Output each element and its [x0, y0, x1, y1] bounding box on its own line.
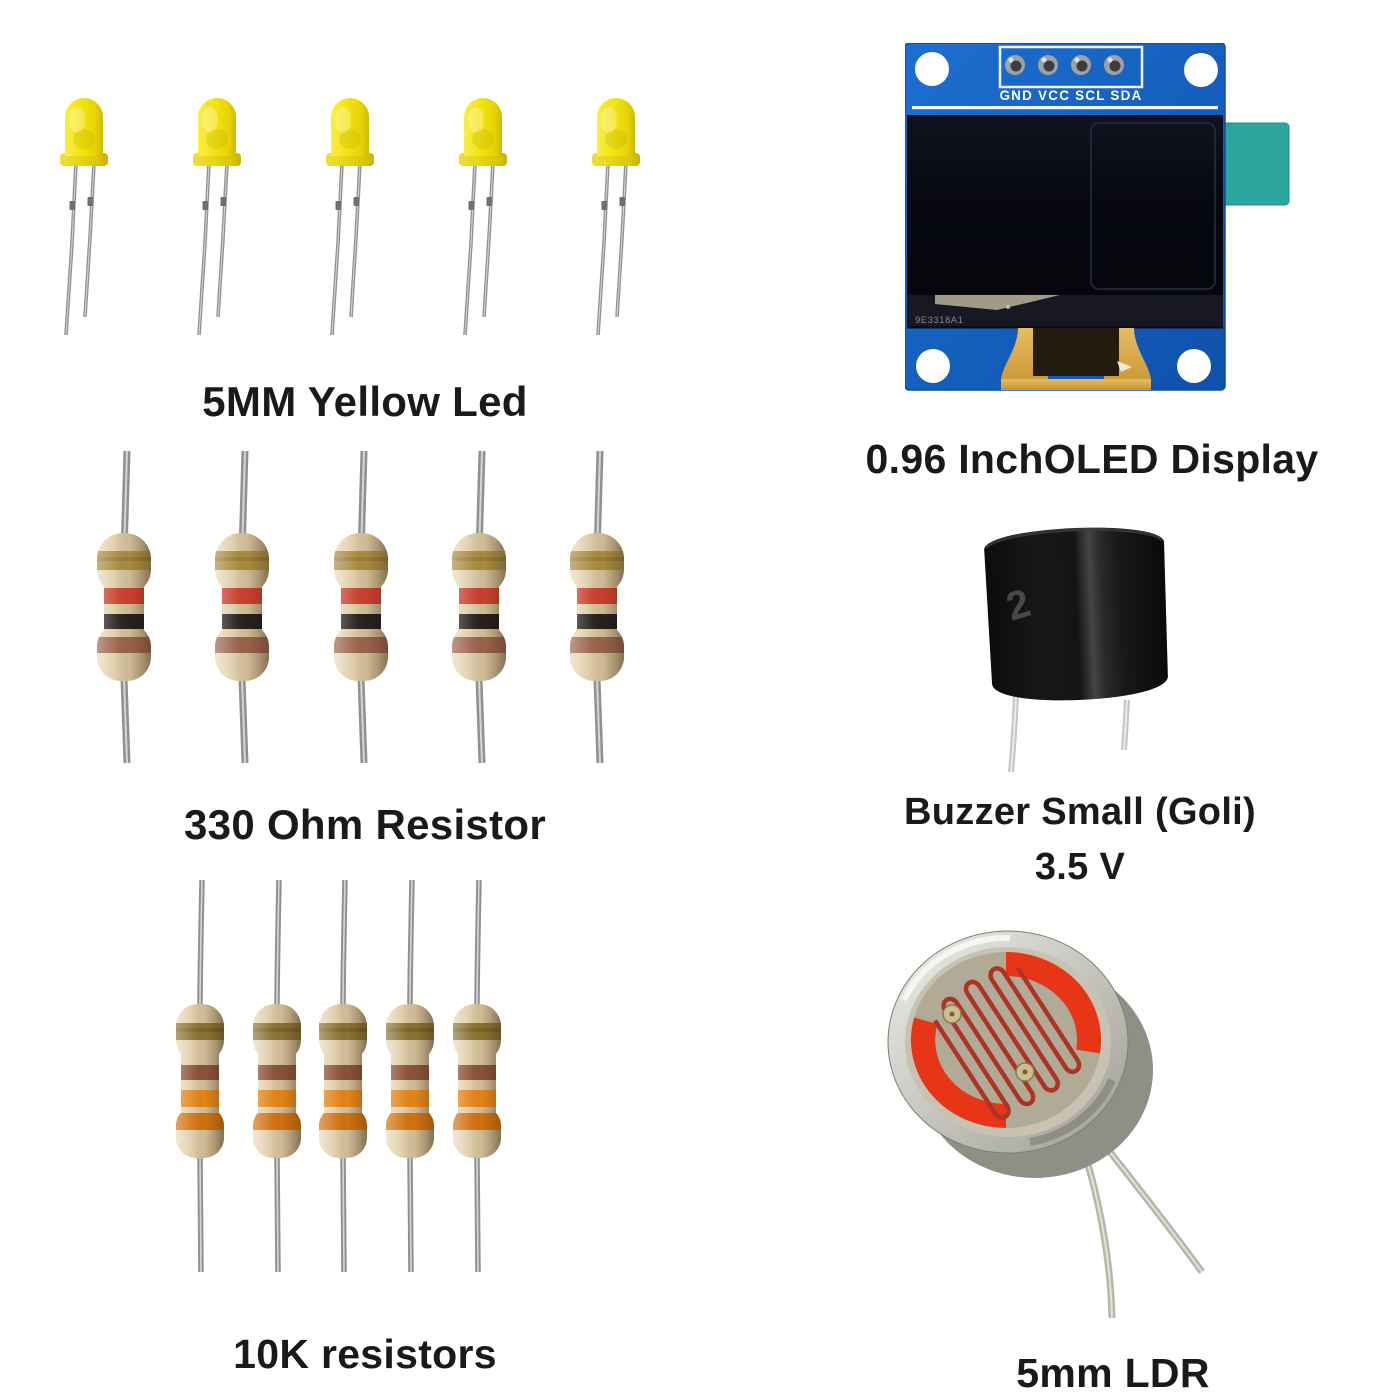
buzzer-photo: 2 — [984, 527, 1168, 773]
oled-pin-labels: GND VCC SCL SDA — [999, 88, 1142, 103]
ldr-photo — [887, 930, 1205, 1319]
resistor-330-photo — [182, 445, 302, 775]
resistor-330-photo — [64, 445, 184, 775]
buzzer-label: Buzzer Small (Goli) — [904, 791, 1256, 833]
resistor-330-photo — [301, 445, 421, 775]
pin-header-silkscreen — [998, 45, 1144, 89]
resistor-10k-photo — [427, 876, 527, 1276]
yellow-led-photo — [305, 93, 425, 343]
oled-glass — [907, 115, 1223, 328]
oled-panel-code: 9E3318A1 — [915, 315, 963, 326]
buzzer-voltage-label: 3.5 V — [1034, 846, 1126, 888]
header-pins — [1005, 55, 1124, 75]
led-label: 5MM Yellow Led — [202, 378, 528, 425]
resistor-330-label: 330 Ohm Resistor — [184, 801, 546, 848]
resistor-330-photo — [419, 445, 539, 775]
resistor-10k-label: 10K resistors — [233, 1331, 497, 1377]
yellow-led-photo — [571, 93, 691, 343]
oled-label: 0.96 InchOLED Display — [865, 436, 1319, 482]
yellow-led-photo — [39, 93, 159, 343]
ldr-label: 5mm LDR — [1016, 1350, 1210, 1396]
yellow-led-photo — [172, 93, 292, 343]
resistor-330-photo — [537, 445, 657, 775]
oled-display-photo: GND VCC SCL SDA 9E3318A1 — [905, 43, 1290, 391]
flex-cable — [1001, 328, 1151, 390]
yellow-led-photo — [438, 93, 558, 343]
